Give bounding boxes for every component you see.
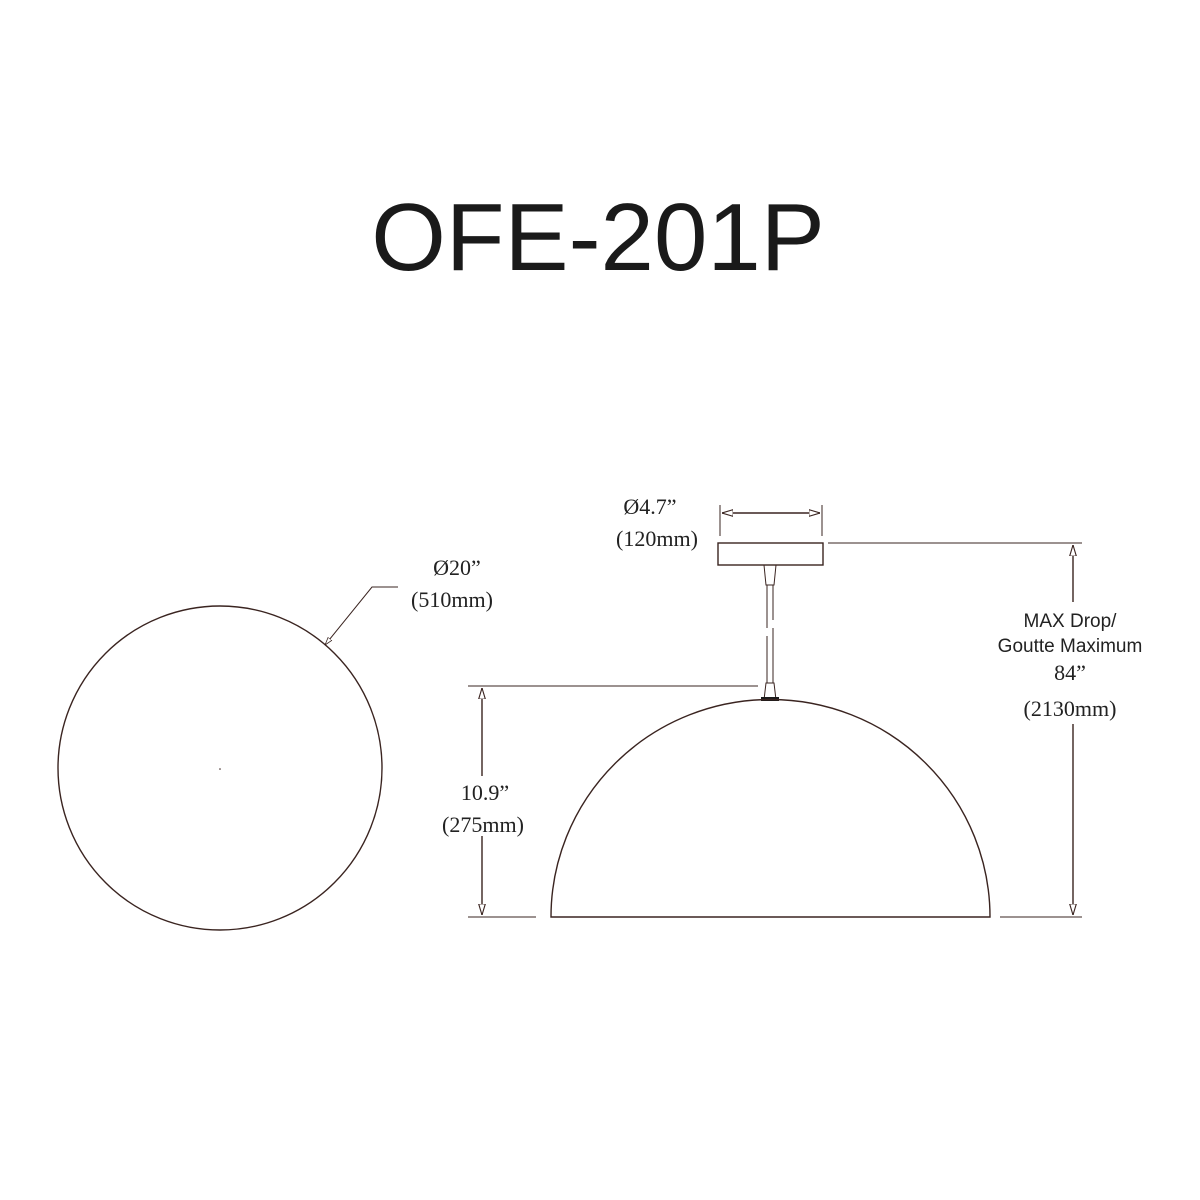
side-view: Ø4.7” (120mm) 10.9” (275mm) MAX Drop/ Go… xyxy=(430,494,1160,918)
top-diameter-mm: (510mm) xyxy=(411,587,493,612)
max-drop-mm: (2130mm) xyxy=(1024,696,1117,721)
top-diameter-in: Ø20” xyxy=(433,555,481,580)
max-drop-label-1: MAX Drop/ xyxy=(1024,611,1118,632)
product-title: OFE-201P xyxy=(371,184,825,291)
dome-shade xyxy=(550,698,991,918)
canopy xyxy=(717,542,824,566)
diameter-leader xyxy=(325,586,398,645)
shade-height-in: 10.9” xyxy=(461,780,509,805)
canopy-diameter-in: Ø4.7” xyxy=(623,494,676,519)
suspension-cord xyxy=(766,585,774,683)
max-drop-in: 84” xyxy=(1054,660,1086,685)
shade-height-mm: (275mm) xyxy=(442,812,524,837)
shade-top-outline xyxy=(57,605,383,931)
canopy-diameter-mm: (120mm) xyxy=(616,526,698,551)
top-view: Ø20” (510mm) xyxy=(57,555,493,931)
max-drop-label-2: Goutte Maximum xyxy=(998,636,1143,657)
canopy-connector xyxy=(763,564,777,586)
center-point xyxy=(219,768,221,770)
